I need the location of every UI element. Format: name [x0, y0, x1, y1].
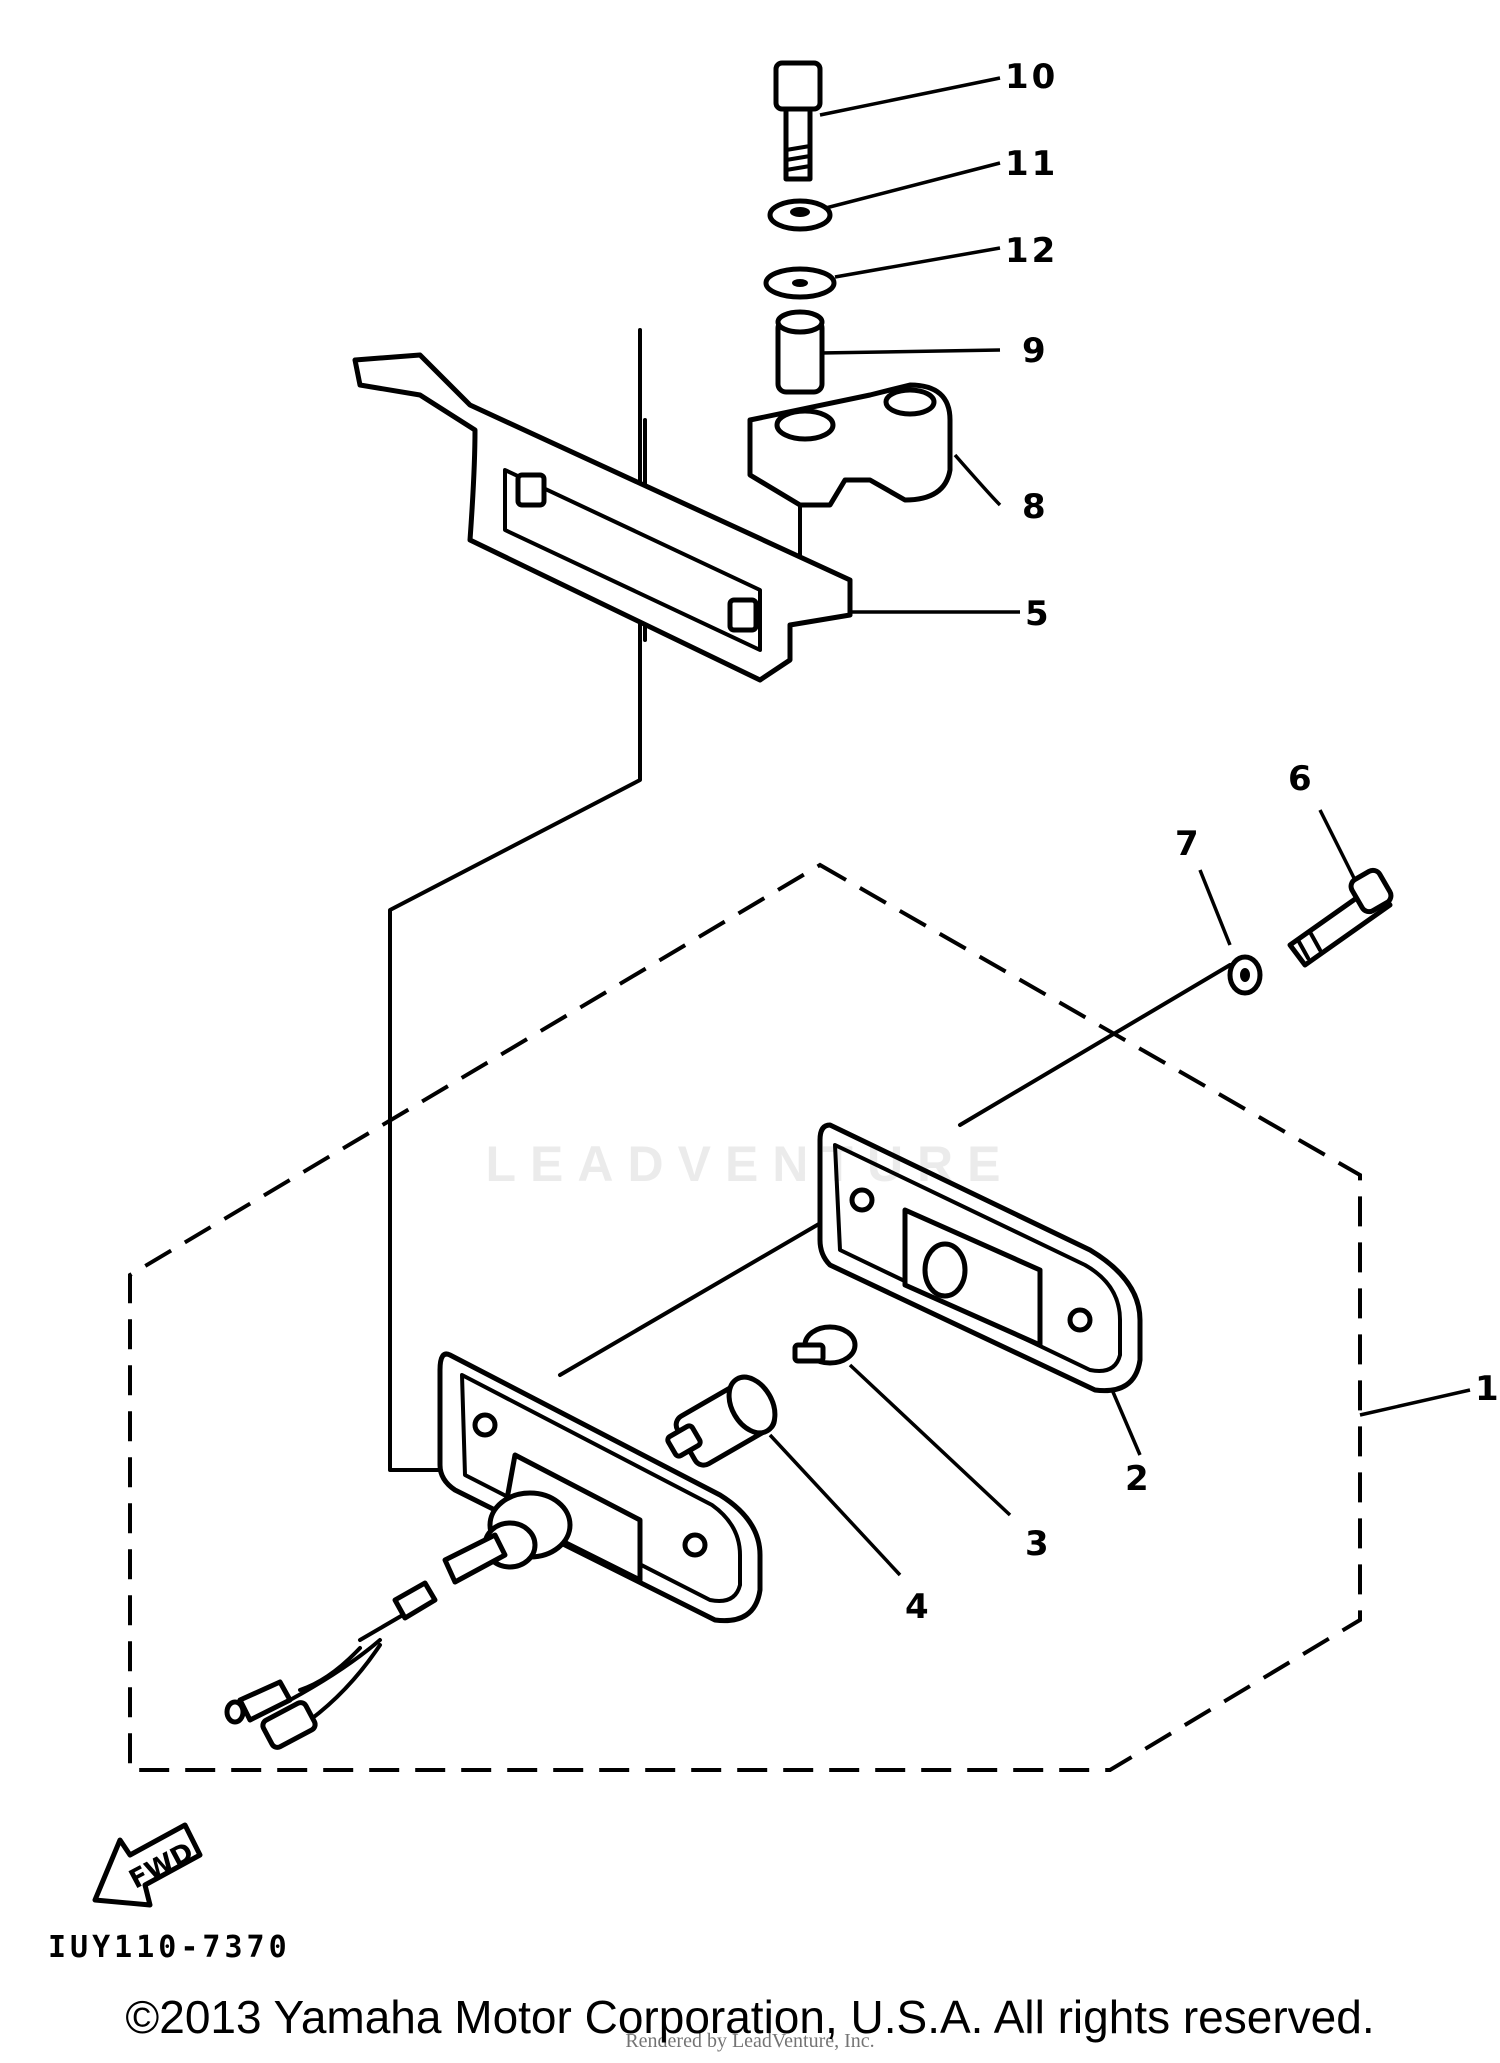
washer-part-7 — [1227, 954, 1263, 996]
callout-12: 12 — [1005, 231, 1058, 271]
callout-6: 6 — [1288, 759, 1315, 799]
diagram-code: IUY110-7370 — [48, 1930, 291, 1965]
washer-part-12 — [763, 266, 837, 300]
lock-washer-part-11 — [767, 198, 833, 232]
bracket-arm-part-8 — [747, 382, 953, 508]
callout-5: 5 — [1025, 594, 1052, 634]
callout-10: 10 — [1005, 57, 1058, 97]
callout-4: 4 — [905, 1587, 932, 1627]
socket-part-4 — [665, 1374, 778, 1468]
bulb-part-3 — [792, 1324, 858, 1366]
bolt-part-10 — [773, 60, 823, 182]
copyright-notice: ©2013 Yamaha Motor Corporation, U.S.A. A… — [125, 1991, 1375, 2043]
callout-3: 3 — [1025, 1524, 1052, 1564]
collar-part-9 — [775, 309, 825, 395]
screw-part-6 — [1287, 867, 1394, 968]
callout-11: 11 — [1005, 144, 1058, 184]
mounting-bracket-part-5 — [352, 352, 853, 683]
leader-lines — [768, 76, 1471, 1577]
lamp-base-housing — [437, 1351, 763, 1624]
callout-1: 1 — [1475, 1369, 1500, 1409]
rendered-by-note: Rendered by LeadVenture, Inc. — [625, 2030, 875, 2052]
callout-labels: 10 11 12 9 8 5 6 7 1 2 3 4 — [905, 57, 1500, 1627]
lens-part-2 — [817, 1122, 1143, 1394]
callout-2: 2 — [1125, 1459, 1152, 1499]
lamp-assembly-boundary — [128, 862, 1362, 1772]
callout-9: 9 — [1022, 331, 1049, 371]
watermark: LEADVENTURE — [485, 1136, 1015, 1192]
forward-direction-arrow: FWD — [92, 1822, 203, 1908]
wire-harness — [224, 1532, 508, 1750]
callout-8: 8 — [1022, 487, 1049, 527]
callout-7: 7 — [1175, 824, 1202, 864]
